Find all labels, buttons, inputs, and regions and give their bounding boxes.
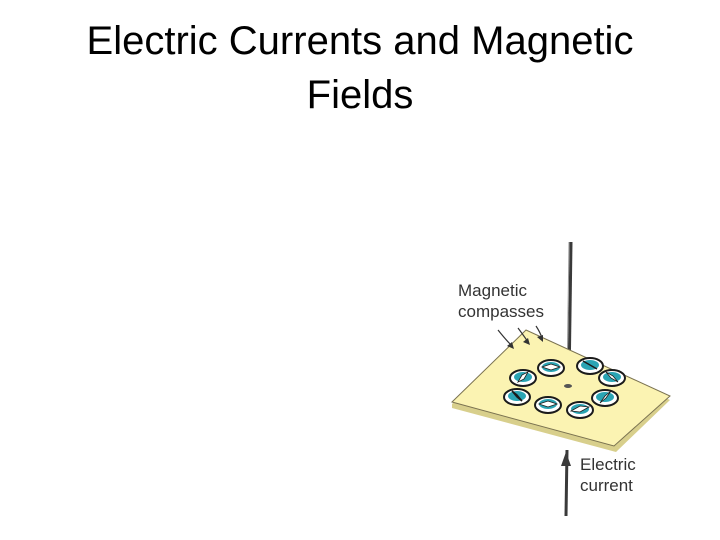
slide-title-line-1: Electric Currents and Magnetic — [86, 19, 634, 63]
slide-title: Electric Currents and Magnetic Fields — [0, 14, 720, 122]
compass-bottom-right — [591, 389, 619, 407]
wire-hole — [564, 384, 572, 388]
board — [451, 329, 671, 447]
compass-right — [598, 369, 626, 387]
compass-top-right — [576, 357, 604, 375]
label-compasses-line-1: Magnetic — [458, 281, 527, 300]
current-arrow — [561, 452, 571, 466]
label-electric-current: Electric current — [580, 454, 636, 496]
compass-wire-illustration — [451, 241, 671, 517]
compass-bottom-left — [503, 388, 531, 406]
compass-bottom — [534, 396, 562, 414]
slide-title-line-2: Fields — [306, 73, 414, 117]
label-current-line-1: Electric — [580, 455, 636, 474]
compass-left — [509, 369, 537, 387]
compass-top — [537, 359, 565, 377]
leader-arrow-1 — [497, 329, 513, 347]
label-magnetic-compasses: Magnetic compasses — [458, 280, 544, 322]
label-compasses-line-2: compasses — [458, 302, 544, 321]
compass-bottom-center — [566, 401, 594, 419]
compass-wire-figure: Magnetic compasses Electric current — [440, 238, 680, 518]
label-current-line-2: current — [580, 476, 633, 495]
